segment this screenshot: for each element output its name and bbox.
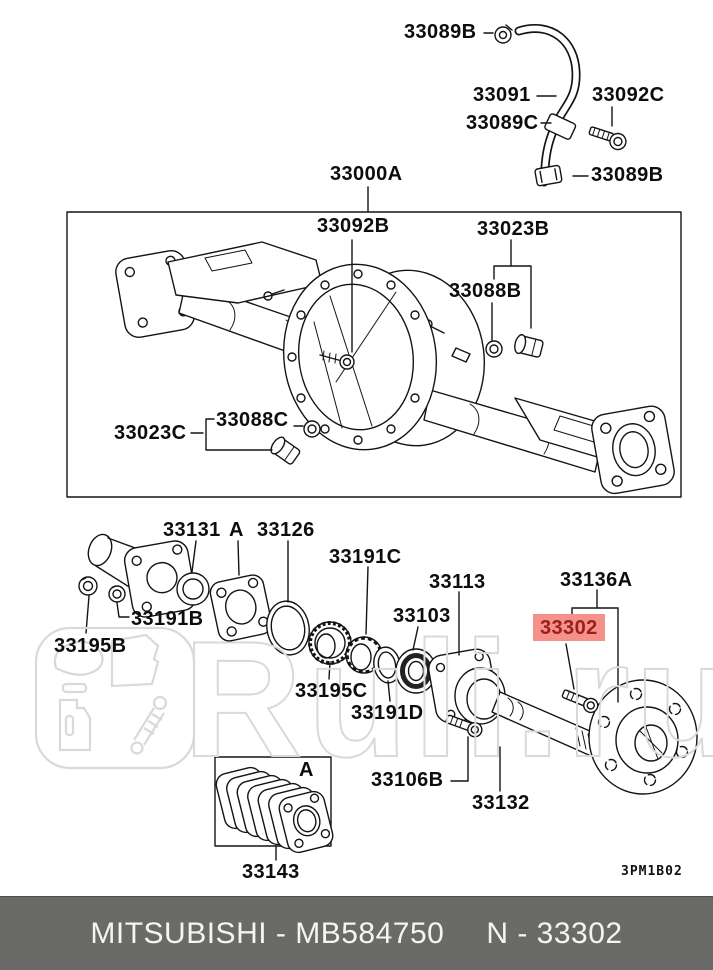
part-label-33143: 33143 (242, 861, 300, 883)
wheel-stud-33302 (561, 689, 599, 714)
bearing-retainer-assembly (78, 533, 310, 656)
ruli-logo-oil-icon (58, 698, 92, 752)
footer-ref-number: N - 33302 (486, 917, 623, 950)
part-label-33126: 33126 (257, 519, 315, 541)
part-label-33000a: 33000A (330, 163, 403, 185)
hub-flange-33136a (588, 679, 698, 795)
part-label-33091: 33091 (473, 84, 531, 106)
part-label-33103: 33103 (393, 605, 451, 627)
part-label-33195b: 33195B (54, 635, 127, 657)
gear-33195c (308, 621, 352, 665)
watermark-text: Ruli.ru (183, 607, 713, 791)
part-label-33113: 33113 (429, 571, 486, 593)
plug-washer-33088b (485, 334, 544, 358)
ruli-logo-shock-icon (130, 695, 168, 755)
bolt-33092c (588, 126, 627, 151)
detail-view-marker-a: A (229, 519, 244, 541)
part-label-33131: 33131 (163, 519, 221, 541)
diagram-plate-code: 3PM1B02 (621, 864, 683, 879)
housing-frame-box (66, 211, 682, 498)
part-label-33088b: 33088B (449, 280, 522, 302)
part-label-33092c: 33092C (592, 84, 665, 106)
leader-lines-lower (85, 540, 619, 861)
leader-lines-box (190, 239, 532, 451)
shaft-parts-row (308, 621, 698, 795)
part-label-33023c: 33023C (114, 422, 187, 444)
part-label-33092b: 33092B (317, 215, 390, 237)
part-label-33302-highlighted: 33302 (533, 614, 605, 641)
part-label-33191b: 33191B (131, 608, 204, 630)
watermark: Ruli.ru (34, 606, 713, 792)
ruli-logo-oil-slot (64, 714, 75, 737)
part-label-33106b: 33106B (371, 769, 444, 791)
part-label-33089c: 33089C (466, 112, 539, 134)
plug-washer-33088c (270, 420, 321, 465)
diff-cover-bolt-holes (287, 269, 420, 445)
hose-fitting-33089c (544, 113, 577, 140)
ruli-logo-door-icon (110, 633, 160, 688)
ruli-logo-bar (61, 682, 88, 694)
nut-33195b (78, 576, 98, 596)
footer-brand-part: MITSUBISHI - MB584750 (90, 917, 445, 950)
oil-seal-33131 (176, 572, 210, 606)
part-label-33023b: 33023B (477, 218, 550, 240)
part-label-33089b-bottom: 33089B (591, 164, 664, 186)
bearing-33103 (395, 648, 437, 694)
breather-hose-assembly (367, 24, 627, 212)
part-label-33191d: 33191D (351, 702, 424, 724)
part-label-33089b-top: 33089B (404, 21, 477, 43)
ruli-logo-frame (34, 626, 196, 770)
o-ring-33126 (266, 600, 310, 656)
shim-pack-33143 (214, 756, 334, 854)
footer-bar: MITSUBISHI - MB584750 N - 33302 (0, 896, 713, 970)
part-label-33088c: 33088C (216, 409, 289, 431)
stud-33092b (319, 350, 355, 370)
nut-33191b (108, 585, 126, 603)
hose-clamp-bottom (534, 164, 563, 187)
wheel-stud-33106b (445, 714, 483, 738)
gasket-plate-a (209, 574, 273, 642)
ruli-logo-part-icon (53, 640, 104, 676)
part-label-33191c: 33191C (329, 546, 402, 568)
axle-housing-drawing (115, 241, 675, 495)
part-label-33136a: 33136A (560, 569, 633, 591)
detail-box-marker-a: A (299, 759, 314, 781)
part-label-33195c: 33195C (295, 680, 368, 702)
part-label-33132: 33132 (472, 792, 530, 814)
